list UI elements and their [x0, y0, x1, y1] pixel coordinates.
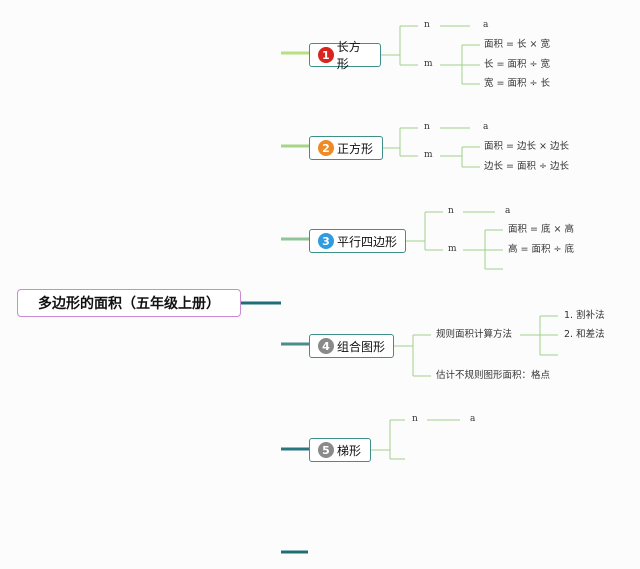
root-topic[interactable]: 多边形的面积（五年级上册） [17, 289, 241, 317]
number-badge-icon: 3 [318, 233, 334, 249]
branch-label: 正方形 [337, 141, 374, 156]
formula: 高 = 面积 ÷ 底 [508, 244, 574, 255]
node-a: a [483, 20, 489, 30]
node-m: m [424, 59, 433, 69]
node-a: a [470, 414, 476, 424]
sub-topic: 规则面积计算方法 [436, 329, 513, 340]
branch-label: 梯形 [337, 443, 362, 458]
node-a: a [483, 122, 489, 132]
method-item: 1. 割补法 [564, 310, 605, 321]
branch-label: 组合图形 [337, 339, 386, 354]
formula: 长 = 面积 ÷ 宽 [484, 59, 550, 70]
branch-trapezoid[interactable]: 5 梯形 [309, 438, 371, 462]
formula: 边长 = 面积 ÷ 边长 [484, 161, 569, 172]
node-n: n [424, 20, 430, 30]
sub-topic: 估计不规则图形面积：格点 [436, 370, 551, 381]
number-badge-icon: 2 [318, 140, 334, 156]
branch-parallelogram[interactable]: 3 平行四边形 [309, 229, 406, 253]
branch-composite-figure[interactable]: 4 组合图形 [309, 334, 394, 358]
branch-label: 长方形 [336, 40, 361, 71]
method-item: 2. 和差法 [564, 329, 605, 340]
branch-rectangle[interactable]: 1 长方形 [309, 40, 381, 71]
branch-square[interactable]: 2 正方形 [309, 136, 383, 160]
number-badge-icon: 4 [318, 338, 334, 354]
formula: 面积 = 底 × 高 [508, 224, 574, 235]
formula: 宽 = 面积 ÷ 长 [484, 78, 550, 89]
formula: 面积 = 长 × 宽 [484, 39, 550, 50]
number-badge-icon: 1 [318, 47, 334, 63]
node-m: m [448, 244, 457, 254]
node-a: a [505, 206, 511, 216]
branch-label: 平行四边形 [337, 234, 398, 249]
node-n: n [448, 206, 454, 216]
root-title: 多边形的面积（五年级上册） [38, 296, 220, 312]
node-m: m [424, 150, 433, 160]
node-n: n [424, 122, 430, 132]
number-badge-icon: 5 [318, 442, 334, 458]
formula: 面积 = 边长 × 边长 [484, 141, 569, 152]
node-n: n [412, 414, 418, 424]
